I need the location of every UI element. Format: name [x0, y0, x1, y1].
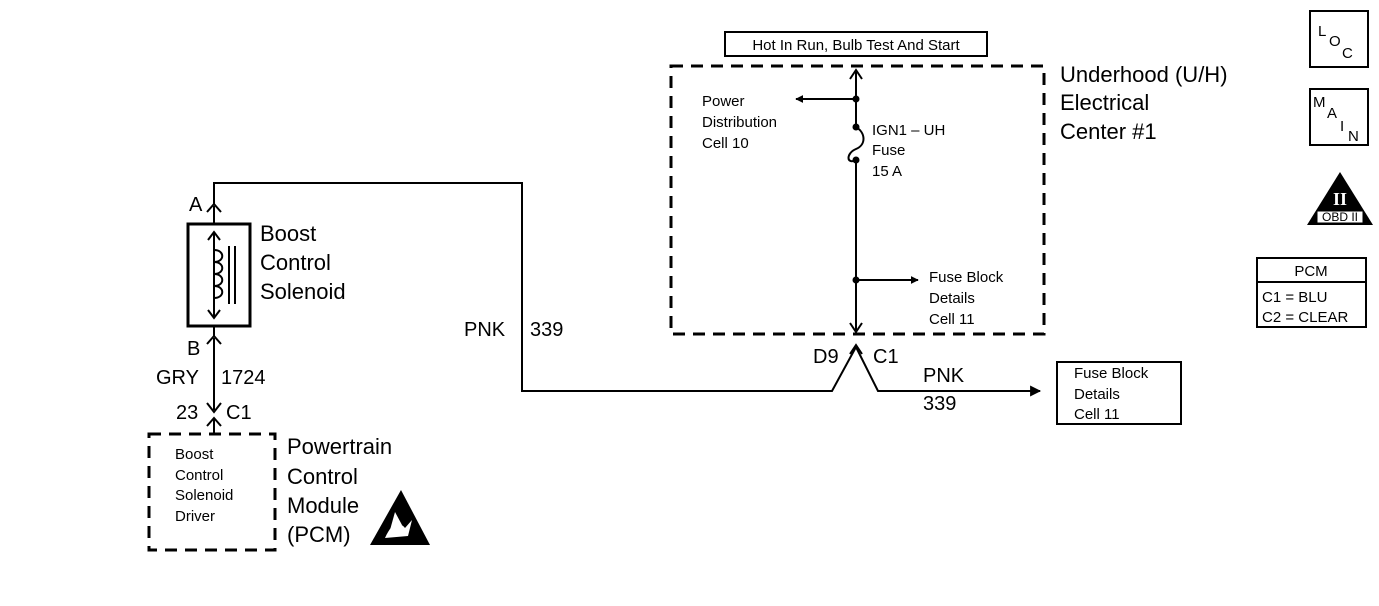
obd-ii-label: OBD II	[1322, 210, 1358, 224]
main-letter-n: N	[1348, 128, 1359, 145]
hot-in-run-box	[724, 31, 988, 57]
d9-pin-label: D9	[813, 346, 839, 368]
d9-connector-arrow	[849, 322, 863, 334]
solenoid-internal-arrow-bottom	[207, 309, 221, 320]
fuse-label-line1: IGN1 – UH	[872, 122, 945, 139]
wire-pnk-339-left	[213, 182, 857, 392]
fuse-block-outer-line3: Cell 11	[1074, 406, 1120, 423]
wire-pnk-outer-circuit: 339	[923, 393, 956, 415]
wire-gry-color: GRY	[156, 367, 199, 389]
hot-in-run-label: Hot In Run, Bulb Test And Start	[752, 37, 960, 54]
solenoid-pin-b-chevron	[206, 334, 222, 345]
solenoid-pin-b-label: B	[187, 338, 200, 360]
underhood-electrical-center-box	[669, 64, 1046, 336]
fuse-block-outer-line1: Fuse Block	[1074, 365, 1149, 382]
solenoid-label-line3: Solenoid	[260, 279, 346, 304]
pcm-driver-line1: Boost	[175, 446, 214, 463]
underhood-title-line3: Center #1	[1060, 119, 1157, 144]
pcm-module-line1: Powertrain	[287, 434, 392, 459]
main-letter-a: A	[1327, 105, 1337, 122]
pcm-driver-line2: Control	[175, 467, 223, 484]
solenoid-label-line2: Control	[260, 250, 331, 275]
solenoid-pin-a-label: A	[189, 194, 203, 216]
d9-connector-label: C1	[873, 346, 899, 368]
underhood-title-line2: Electrical	[1060, 90, 1149, 115]
pcm-table-box	[1256, 257, 1367, 328]
d9-connector-lower-chevron	[849, 343, 863, 355]
pcm-table-title: PCM	[1294, 263, 1327, 280]
pcm-module-line2: Control	[287, 464, 358, 489]
main-legend-box	[1309, 88, 1369, 146]
pcm-driver-line3: Solenoid	[175, 487, 233, 504]
feed-arrow-top	[849, 68, 863, 80]
pcm-table-row2: C2 = CLEAR	[1262, 309, 1348, 326]
loc-letter-o: O	[1329, 33, 1341, 50]
obd-ii-numeral: II	[1333, 189, 1347, 209]
wire-pnk-339-outer	[855, 346, 1042, 397]
wire-pnk-left-circuit: 339	[530, 319, 563, 341]
main-letter-m: M	[1313, 94, 1326, 111]
fuse-block-inner-line1: Fuse Block	[929, 269, 1004, 286]
loc-legend-box	[1309, 10, 1369, 68]
fuse-block-inner-line3: Cell 11	[929, 311, 975, 328]
fuse-terminal-top	[852, 123, 860, 131]
solenoid-pin-a-chevron	[206, 202, 222, 213]
pcm-table-row1: C1 = BLU	[1262, 289, 1327, 306]
pcm-driver-line4: Driver	[175, 508, 215, 525]
wire-gry-circuit: 1724	[221, 367, 266, 389]
solenoid-label-line1: Boost	[260, 221, 316, 246]
boost-control-solenoid-box	[186, 222, 252, 328]
main-letter-i: I	[1340, 118, 1344, 135]
fuse-terminal-bottom	[852, 156, 860, 164]
fuse-label-line2: Fuse	[872, 142, 905, 159]
pcm-connector-label: C1	[226, 402, 252, 424]
esd-warning-icon	[370, 490, 430, 545]
power-distribution-line2: Distribution	[702, 114, 777, 131]
solenoid-coil-symbol	[213, 249, 224, 299]
power-distribution-line1: Power	[702, 93, 745, 110]
fuse-block-outer-box	[1056, 361, 1182, 425]
pcm-connector-chevron-top	[206, 402, 222, 414]
fuse-label-line3: 15 A	[872, 163, 902, 180]
fuse-symbol	[847, 126, 865, 163]
solenoid-internal-arrow-top	[207, 230, 221, 241]
wire-pnk-left-color: PNK	[464, 319, 506, 341]
pcm-box	[147, 432, 277, 552]
pcm-module-line3: Module	[287, 493, 359, 518]
loc-letter-c: C	[1342, 45, 1353, 62]
pcm-module-line4: (PCM)	[287, 522, 351, 547]
fuse-block-inner-line2: Details	[929, 290, 975, 307]
power-distribution-line3: Cell 10	[702, 135, 749, 152]
wire-pnk-outer-color: PNK	[923, 365, 965, 387]
fuse-block-outer-line2: Details	[1074, 386, 1120, 403]
obd-ii-label-plate	[1316, 210, 1364, 224]
pcm-connector-pin: 23	[176, 402, 198, 424]
loc-letter-l: L	[1318, 23, 1326, 40]
underhood-title-line1: Underhood (U/H)	[1060, 62, 1228, 87]
